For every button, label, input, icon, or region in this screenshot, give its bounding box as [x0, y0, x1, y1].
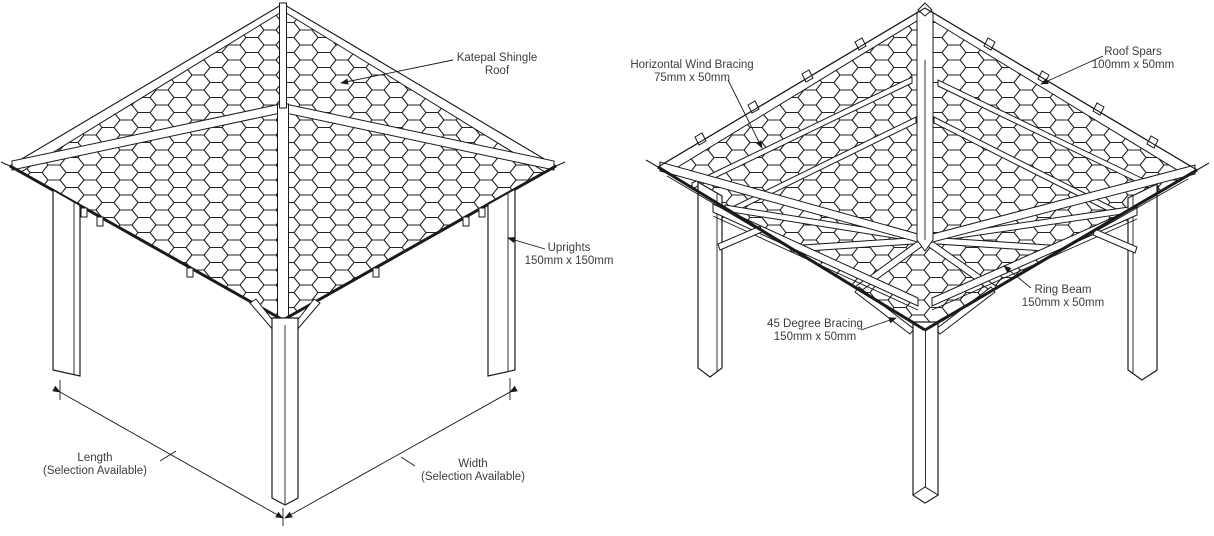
label-shingle-roof: Katepal Shingle Roof [457, 52, 538, 78]
label-ring-beam: Ring Beam 150mm x 50mm [1022, 284, 1104, 310]
ring-beam [712, 203, 1138, 311]
eave-tail-right [555, 161, 566, 167]
frame-post-front [912, 321, 939, 504]
label-uprights-line2: 150mm x 150mm [524, 254, 614, 267]
label-uprights: Uprights 150mm x 150mm [525, 242, 614, 268]
complete-gazebo-drawing [0, 2, 566, 526]
eave-edge-left [657, 165, 926, 332]
frame-gazebo-drawing [645, 2, 1210, 504]
label-width-dimension: Width (Selection Available) [421, 458, 525, 484]
label-wind-bracing-line2: 75mm x 50mm [653, 71, 731, 84]
eave-tail-right [1196, 162, 1210, 171]
upright-post-left [52, 188, 81, 377]
hip-rafter-front [277, 103, 289, 321]
label-45-degree-line2: 150mm x 50mm [773, 330, 857, 343]
label-width-line1: Width [458, 458, 488, 470]
leader-uprights [507, 237, 546, 250]
eave-tail-left [0, 161, 11, 167]
leader-45-bracing [860, 317, 897, 331]
label-uprights-line1: Uprights [547, 242, 591, 254]
frame-post-left [697, 180, 723, 378]
label-length-dimension: Length (Selection Available) [43, 452, 147, 478]
leader-roof-spars [1040, 55, 1104, 85]
spar-ends [80, 207, 486, 278]
roof-edge-upper [657, 7, 1198, 171]
label-ring-beam-line1: Ring Beam [1034, 284, 1092, 296]
dimension-length [52, 380, 284, 526]
label-wind-bracing: Horizontal Wind Bracing 75mm x 50mm [630, 59, 753, 85]
frame-post-right [1127, 183, 1158, 381]
label-45-degree-bracing: 45 Degree Bracing 150mm x 50mm [767, 318, 863, 344]
king-post [916, 2, 934, 252]
label-length-line1: Length [77, 452, 113, 464]
leader-wind-bracing [727, 79, 763, 149]
king-post-finial [279, 2, 287, 109]
dimension-width [284, 378, 518, 519]
label-shingle-roof-line1: Katepal Shingle [456, 52, 538, 64]
eave-edge-right [924, 168, 1198, 332]
upright-post-right [487, 188, 516, 377]
label-ring-beam-line2: 150mm x 50mm [1021, 296, 1105, 309]
label-roof-spars: Roof Spars 100mm x 50mm [1092, 46, 1174, 72]
label-shingle-roof-line2: Roof [484, 64, 510, 77]
label-roof-spars-line2: 100mm x 50mm [1091, 58, 1175, 71]
leader-shingle-roof [340, 59, 454, 85]
leader-ring-beam [1003, 265, 1032, 289]
upright-post-front [249, 298, 321, 506]
label-wind-bracing-line1: Horizontal Wind Bracing [630, 59, 754, 71]
label-length-line2: (Selection Available) [43, 464, 147, 477]
label-width-line2: (Selection Available) [421, 470, 525, 483]
label-roof-spars-line1: Roof Spars [1104, 46, 1162, 58]
label-45-degree-line1: 45 Degree Bracing [767, 318, 863, 330]
eave-tail-left [645, 159, 659, 168]
